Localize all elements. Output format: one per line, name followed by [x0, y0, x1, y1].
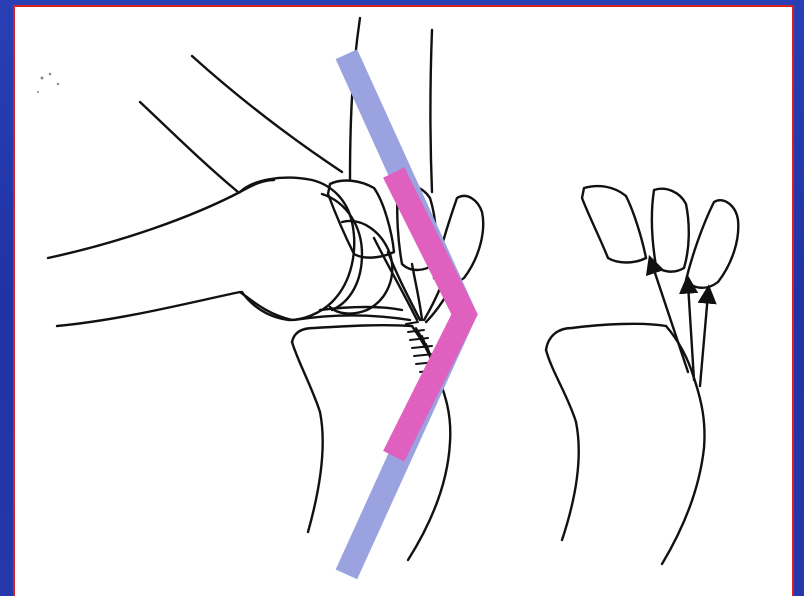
figure-frame	[13, 5, 794, 596]
corner-logo-mark	[15, 7, 794, 596]
